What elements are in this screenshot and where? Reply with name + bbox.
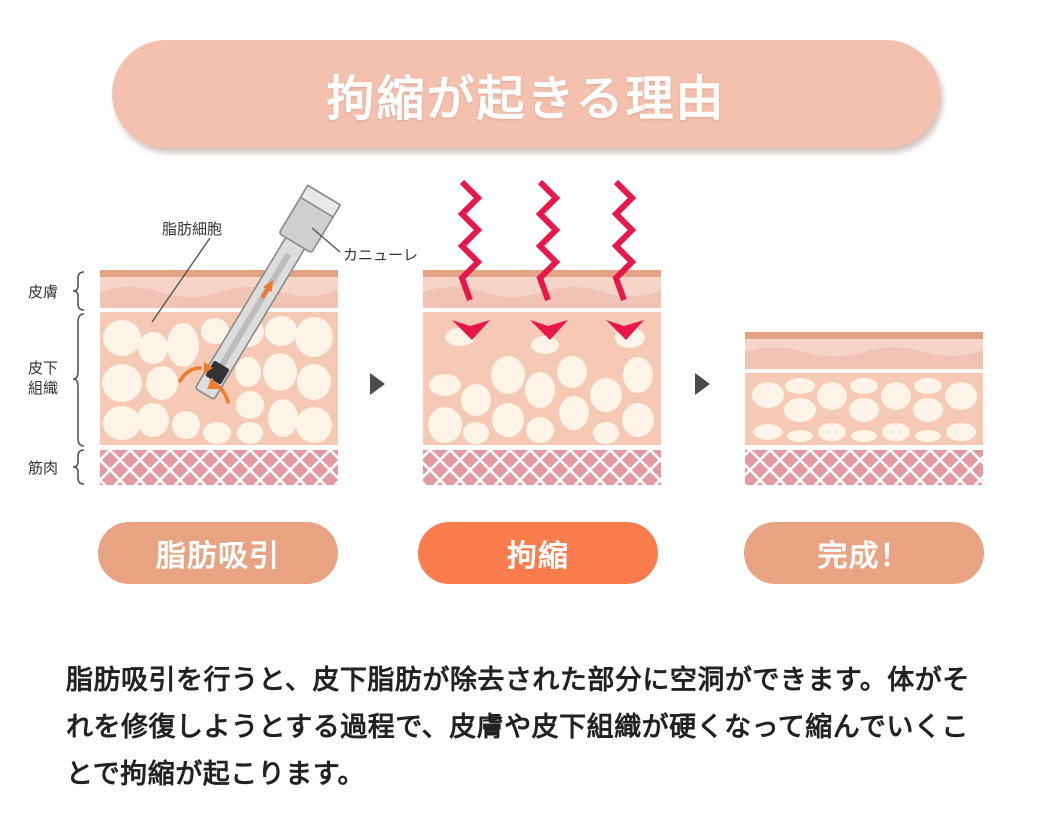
label-skin: 皮膚	[28, 283, 58, 301]
contracture-diagram: 脂肪細胞 カニューレ 皮膚 皮下 組織 筋肉	[28, 179, 983, 485]
label-cannula: カニューレ	[343, 246, 418, 264]
fat-cells	[428, 328, 654, 444]
step-label: 拘縮	[507, 539, 569, 574]
epidermis-layer	[100, 270, 338, 277]
cannula-icon	[195, 184, 342, 400]
fat-cells	[752, 378, 977, 442]
label-muscle: 筋肉	[28, 459, 58, 477]
panel-liposuction	[72, 184, 342, 485]
triangle-right-icon	[370, 373, 385, 395]
step-label: 脂肪吸引	[156, 539, 280, 574]
muscle-layer	[100, 450, 338, 485]
fat-cells	[102, 316, 333, 444]
step-label: 完成！	[817, 539, 911, 574]
brace-icon	[72, 271, 85, 485]
step-contracture-badge: 拘縮	[418, 522, 658, 584]
step-completed-badge: 完成！	[744, 522, 984, 584]
label-subcutaneous-1: 皮下	[28, 359, 58, 377]
label-subcutaneous-2: 組織	[28, 379, 58, 397]
triangle-right-icon	[695, 373, 710, 395]
page-title: 拘縮が起きる理由	[326, 71, 726, 127]
red-zigzag-arrow-icon	[457, 179, 637, 302]
description-text: 脂肪吸引を行うと、皮下脂肪が除去された部分に空洞ができます。体がそれを修復しよう…	[66, 665, 970, 790]
label-fat-cell: 脂肪細胞	[162, 220, 222, 238]
panel-contracture	[423, 179, 661, 485]
step-liposuction-badge: 脂肪吸引	[98, 522, 338, 584]
panel-completed	[745, 332, 983, 485]
title-banner: 拘縮が起きる理由	[112, 40, 940, 148]
